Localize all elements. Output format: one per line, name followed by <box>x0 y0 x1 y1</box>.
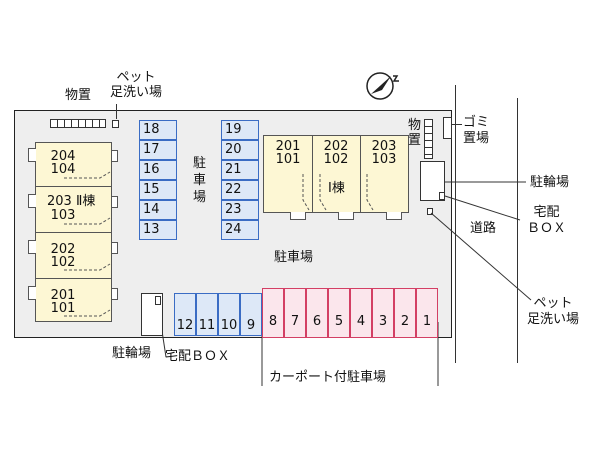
parking-space-12: 12 <box>174 293 196 336</box>
parking-space-23: 23 <box>221 200 259 220</box>
parking-space-10: 10 <box>218 293 240 336</box>
building-2-divider <box>35 186 112 187</box>
carport-space-1: 1 <box>416 288 438 338</box>
carport-space-3: 3 <box>372 288 394 338</box>
building-1-porch <box>338 212 354 220</box>
delivery-box-bottom <box>155 296 161 305</box>
building-2-step <box>28 240 36 254</box>
pet-wash-box-right <box>427 208 433 215</box>
bike-parking-right-label: 駐輪場 <box>530 175 570 190</box>
carport-space-7: 7 <box>284 288 306 338</box>
parking-space-16: 16 <box>139 160 177 180</box>
parking-space-21: 21 <box>221 160 259 180</box>
parking-space-13: 13 <box>139 220 177 240</box>
building-2-step <box>28 194 36 208</box>
storage-top-label: 物置 <box>65 88 92 103</box>
building-1-divider <box>312 135 313 213</box>
garbage-box <box>443 117 452 139</box>
building-2-divider <box>35 232 112 233</box>
compass-north-icon <box>366 72 399 100</box>
building-1 <box>263 135 409 213</box>
unit-103: 103 <box>50 208 76 223</box>
pet-wash-top-label: ペット 足洗い場 <box>110 70 163 100</box>
storage-sheds-right <box>424 119 433 159</box>
building-2-porch <box>112 288 118 300</box>
pet-wash-box-top <box>112 120 119 128</box>
building-2-step <box>28 148 36 162</box>
parking-space-22: 22 <box>221 180 259 200</box>
parking-space-18: 18 <box>139 120 177 140</box>
pet-wash-right-label: ペット 足洗い場 <box>527 296 580 327</box>
building-1-divider <box>360 135 361 213</box>
building-1-porch <box>290 212 306 220</box>
carport-space-2: 2 <box>394 288 416 338</box>
parking-space-17: 17 <box>139 140 177 160</box>
parking-space-19: 19 <box>221 120 259 140</box>
building-2-step <box>28 286 36 300</box>
carport-space-8: 8 <box>262 288 284 338</box>
delivery-box-bottom-label: 宅配ＢＯＸ <box>165 349 231 364</box>
parking-space-11: 11 <box>196 293 218 336</box>
pointer-line <box>116 104 117 119</box>
delivery-box-right <box>439 192 445 200</box>
building-2-divider <box>35 278 112 279</box>
carport-space-4: 4 <box>350 288 372 338</box>
parking-center-label: 駐車場 <box>274 250 314 265</box>
carport-space-5: 5 <box>328 288 350 338</box>
parking-space-24: 24 <box>221 220 259 240</box>
delivery-box-right-label: 宅配 ＢＯＸ <box>527 205 567 236</box>
pointer-line <box>452 124 462 125</box>
parking-vertical-label: 駐 車 場 <box>193 156 207 205</box>
road-label: 道路 <box>470 221 497 236</box>
building-2-porch <box>112 150 118 162</box>
stair-dashes <box>64 171 111 317</box>
carport-space-6: 6 <box>306 288 328 338</box>
building-2-label: 203 Ⅱ棟 <box>47 194 96 209</box>
storage-sheds-top <box>50 119 106 128</box>
parking-space-14: 14 <box>139 200 177 220</box>
stair-dashes <box>302 174 374 211</box>
garbage-label: ゴミ 置場 <box>463 115 490 146</box>
bike-parking-bottom-label: 駐輪場 <box>112 346 152 361</box>
road-line-left <box>455 85 456 363</box>
building-2-porch <box>112 196 118 208</box>
road-line-right <box>517 98 518 363</box>
storage-right-label: 物 置 <box>408 118 422 148</box>
parking-space-9: 9 <box>240 293 262 336</box>
parking-space-15: 15 <box>139 180 177 200</box>
building-2-porch <box>112 242 118 254</box>
parking-space-20: 20 <box>221 140 259 160</box>
building-1-porch <box>386 212 402 220</box>
building-1-label: Ⅰ棟 <box>328 181 345 196</box>
carport-label: カーポート付駐車場 <box>269 370 387 385</box>
